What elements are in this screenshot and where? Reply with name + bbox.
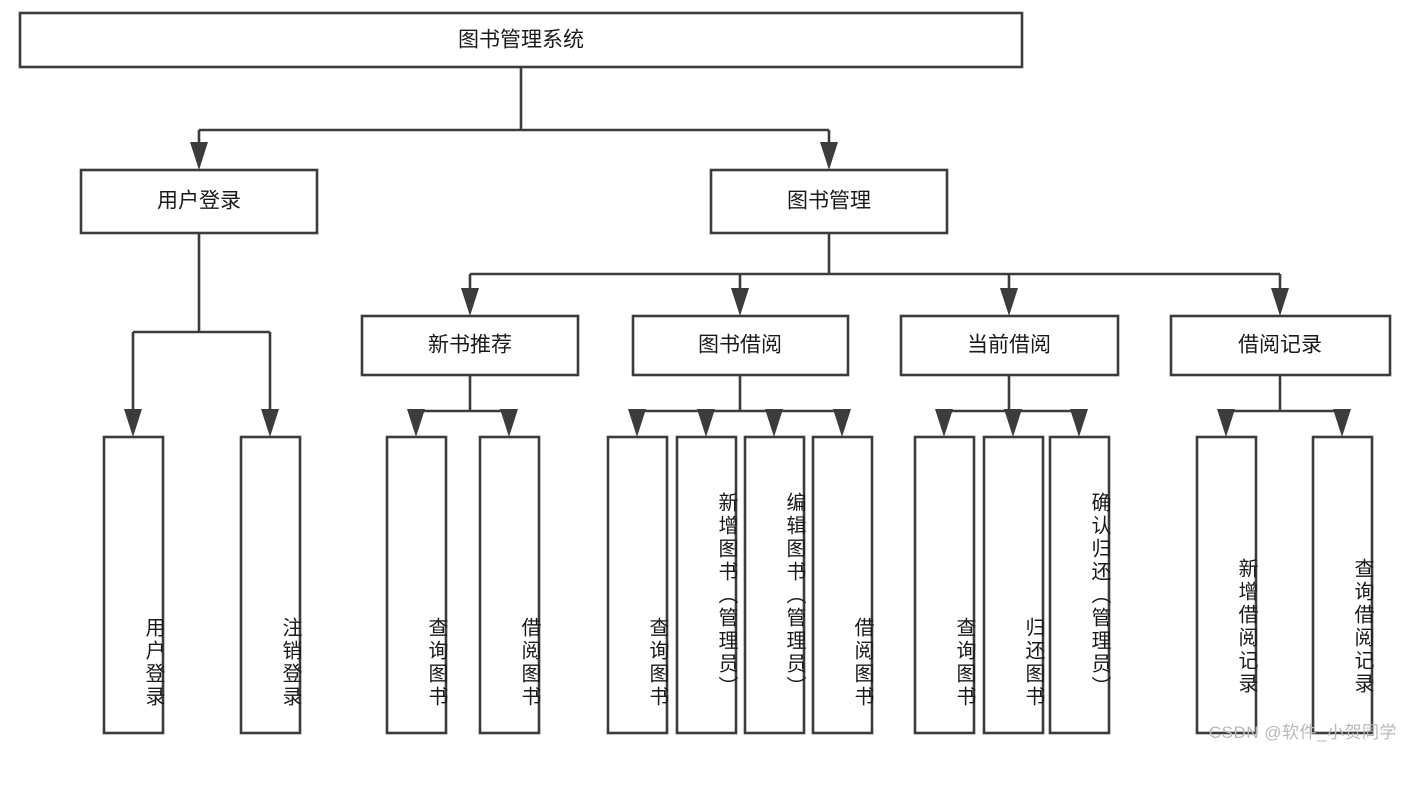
- arrow-head-borrow-record: [1271, 288, 1289, 316]
- arrow-head-cb-confirm-return: [1070, 409, 1088, 437]
- node-box-leaf-10[interactable]: [1048, 435, 1111, 735]
- connector-group-current-borrow-children: [935, 375, 1088, 437]
- node-box-leaf-7[interactable]: [811, 435, 874, 735]
- node-box-leaf-8[interactable]: [913, 435, 976, 735]
- node-box-leaf-4[interactable]: [606, 435, 669, 735]
- node-label-current-borrow: 当前借阅: [967, 334, 1051, 357]
- tree-diagram-svg: 图书管理系统 用户登录 图书管理 新书推荐 图书借阅 当前借阅 借阅记录: [18, 11, 1392, 735]
- arrow-head-cb-return-book: [1004, 409, 1022, 437]
- node-label-user-login: 用户登录: [157, 190, 241, 213]
- arrow-head-bb-query-book: [628, 409, 646, 437]
- arrow-head-current-borrow: [1000, 288, 1018, 316]
- arrow-head-bb-borrow-book: [833, 409, 851, 437]
- arrow-head-book-mgmt: [820, 142, 838, 170]
- arrow-head-br-query-record: [1333, 409, 1351, 437]
- arrow-head-nb-borrow-book: [500, 409, 518, 437]
- arrow-head-book-borrow: [731, 288, 749, 316]
- node-box-leaf-12[interactable]: [1311, 435, 1374, 735]
- node-label-new-book-recommend: 新书推荐: [428, 334, 512, 357]
- connector-group-new-book-children: [407, 375, 518, 437]
- node-box-book-management[interactable]: [709, 168, 949, 235]
- node-box-leaf-11[interactable]: [1195, 435, 1258, 735]
- arrow-head-leaf-logout: [261, 409, 279, 437]
- node-box-leaf-3[interactable]: [478, 435, 541, 735]
- connector-group-book-borrow-children: [628, 375, 851, 437]
- node-box-leaf-5[interactable]: [675, 435, 738, 735]
- node-box-book-borrow[interactable]: [631, 314, 850, 377]
- node-box-borrow-record[interactable]: [1169, 314, 1392, 377]
- node-box-user-login[interactable]: [79, 168, 319, 235]
- arrow-head-leaf-user-login: [124, 409, 142, 437]
- node-box-leaf-6[interactable]: [743, 435, 806, 735]
- arrow-head-nb-query-book: [407, 409, 425, 437]
- node-box-leaf-2[interactable]: [385, 435, 448, 735]
- diagram-canvas: 图书管理系统 用户登录 图书管理 新书推荐 图书借阅 当前借阅 借阅记录 用户登…: [18, 11, 1397, 742]
- node-box-root[interactable]: [18, 11, 1024, 69]
- node-label-root: 图书管理系统: [458, 29, 584, 52]
- arrow-head-new-book: [461, 288, 479, 316]
- arrow-head-br-add-record: [1217, 409, 1235, 437]
- node-label-book-borrow: 图书借阅: [698, 334, 782, 357]
- node-label-borrow-record: 借阅记录: [1238, 334, 1322, 357]
- node-box-new-book-recommend[interactable]: [360, 314, 580, 377]
- node-box-leaf-9[interactable]: [982, 435, 1045, 735]
- arrow-head-cb-query-book: [935, 409, 953, 437]
- node-box-leaf-0[interactable]: [102, 435, 165, 735]
- connector-group-user-login-children: [124, 233, 279, 437]
- csdn-watermark: CSDN @软件_小贺同学: [1208, 723, 1397, 742]
- arrow-head-user-login: [190, 142, 208, 170]
- connector-group-book-mgmt-children: [461, 233, 1289, 316]
- node-box-leaf-1[interactable]: [239, 435, 302, 735]
- connector-group-root-to-level2: [190, 67, 838, 170]
- arrow-head-bb-add-book: [697, 409, 715, 437]
- node-box-current-borrow[interactable]: [899, 314, 1120, 377]
- arrow-head-bb-edit-book: [765, 409, 783, 437]
- node-label-book-management: 图书管理: [787, 190, 871, 213]
- connector-group-borrow-record-children: [1217, 375, 1351, 437]
